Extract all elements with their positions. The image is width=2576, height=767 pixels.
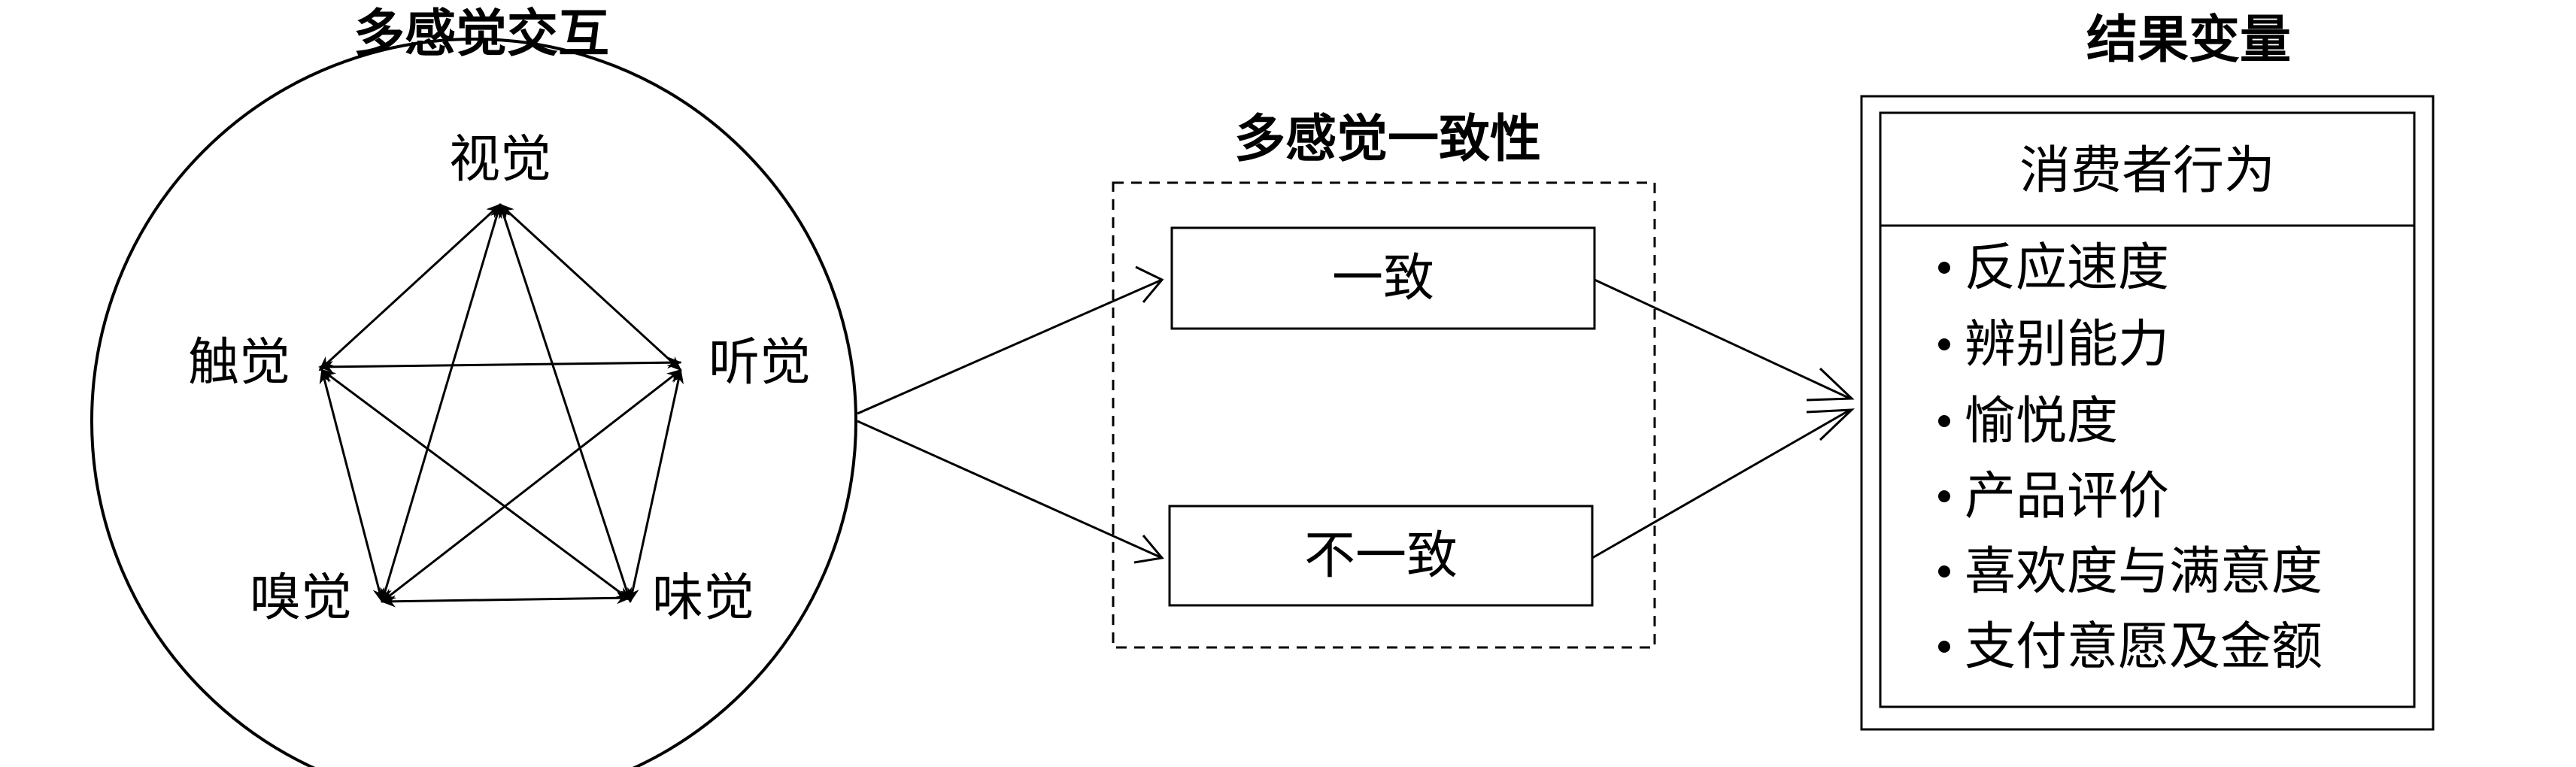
arrow-hearing-taste (627, 368, 684, 603)
arrow-hearing-smell (381, 368, 682, 603)
svg-text:支付意愿及金额: 支付意愿及金额 (1965, 617, 2323, 677)
outcome-outer-frame (1860, 95, 2435, 731)
list-item: 产品评价 (1938, 467, 2169, 526)
consistent-label: 一致 (1332, 249, 1434, 308)
consistent-box (1170, 226, 1596, 330)
arrow-vision-smell (380, 203, 502, 603)
bullet-icon (1938, 338, 1950, 350)
svg-text:喜欢度与满意度: 喜欢度与满意度 (1965, 542, 2323, 602)
left-section-title: 多感觉交互 (353, 4, 609, 64)
bullet-icon (1938, 415, 1950, 427)
sense-label-touch: 触觉 (188, 333, 290, 393)
arrow-touch-smell (319, 368, 385, 603)
bullet-icon (1938, 641, 1950, 653)
inconsistent-label: 不一致 (1304, 526, 1458, 586)
bullet-icon (1938, 565, 1950, 578)
circle-to-consistency-arrows (857, 265, 1164, 564)
list-item: 愉悦度 (1938, 392, 2118, 451)
arrowhead-outcome-lower (1806, 408, 1855, 441)
consumer-behavior-header: 消费者行为 (2019, 141, 2275, 201)
bullet-icon (1938, 490, 1950, 502)
list-item: 支付意愿及金额 (1938, 617, 2323, 677)
arrow-inconsistent-to-outcome (1591, 408, 1851, 559)
sense-label-taste: 味觉 (652, 568, 754, 628)
sensory-interaction-circle (90, 38, 857, 767)
arrow-touch-hearing (318, 356, 682, 373)
svg-text:愉悦度: 愉悦度 (1965, 392, 2118, 451)
arrowhead-to-inconsistent (1133, 535, 1164, 564)
arrow-to-inconsistent (857, 420, 1163, 559)
arrowhead-to-consistent (1135, 265, 1164, 303)
svg-text:产品评价: 产品评价 (1965, 467, 2169, 526)
arrowhead-outcome-upper (1806, 367, 1855, 402)
consistency-to-outcome-arrows (1591, 278, 1855, 559)
list-item: 反应速度 (1938, 238, 2169, 298)
list-item: 喜欢度与满意度 (1938, 542, 2323, 602)
sense-label-vision: 视觉 (449, 130, 551, 189)
outcome-list: 反应速度 辨别能力 愉悦度 产品评价 喜欢度与满意度 支付意愿及金额 (1938, 238, 2323, 677)
sense-connection-arrows (318, 203, 684, 608)
right-section-title: 结果变量 (2086, 10, 2291, 70)
arrow-consistent-to-outcome (1594, 278, 1851, 400)
arrow-smell-taste (381, 592, 632, 608)
arrow-touch-taste (320, 368, 632, 602)
list-item: 辨别能力 (1938, 315, 2169, 374)
sense-label-hearing: 听觉 (708, 333, 811, 393)
bullet-icon (1938, 262, 1950, 274)
svg-text:辨别能力: 辨别能力 (1965, 315, 2169, 374)
svg-text:反应速度: 反应速度 (1965, 238, 2169, 298)
outcome-inner-frame (1879, 111, 2416, 708)
consistency-dashed-box (1112, 181, 1656, 649)
inconsistent-box (1168, 505, 1594, 607)
sense-label-smell: 嗅觉 (250, 568, 352, 628)
arrow-to-consistent (857, 278, 1163, 415)
arrow-vision-touch (318, 203, 502, 371)
middle-section-title: 多感觉一致性 (1234, 109, 1541, 169)
